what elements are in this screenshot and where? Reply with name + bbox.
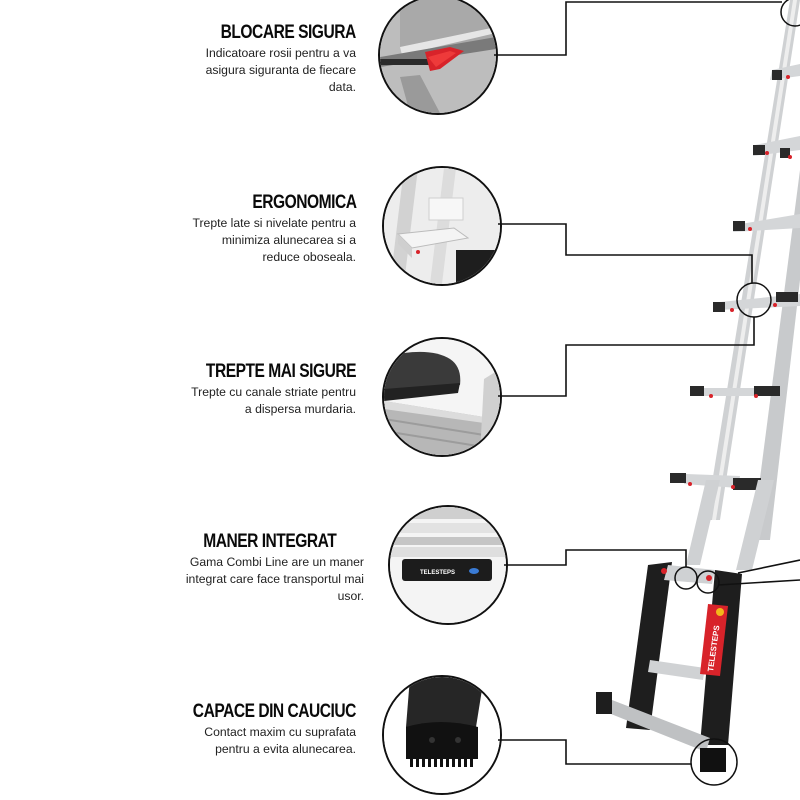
feature-title: BLOCARE SIGURA	[220, 22, 357, 43]
feature-title: MANER INTEGRAT	[202, 531, 337, 552]
detail-circle-rubber-cap	[382, 675, 502, 795]
detail-circle-grooved-step	[382, 337, 502, 457]
feature-maner-integrat: MANER INTEGRAT Gama Combi Line are un ma…	[174, 531, 364, 605]
integrated-handle-icon: TELESTEPS	[390, 507, 506, 623]
feature-ergonomica: ERGONOMICA Trepte late si nivelate pentr…	[193, 192, 357, 266]
detail-circle-wide-step	[382, 166, 502, 286]
rubber-foot-cap-icon	[384, 677, 500, 793]
connector-lines	[494, 1, 800, 765]
feature-description: Gama Combi Line are un maner integrat ca…	[185, 555, 364, 603]
detail-circle-red-lock	[378, 0, 498, 115]
feature-description: Trepte cu canale striate pentru a disper…	[191, 385, 356, 416]
ladder-rungs	[670, 64, 800, 490]
feature-trepte-mai-sigure: TREPTE MAI SIGURE Trepte cu canale stria…	[173, 361, 356, 418]
detail-circle-handle: TELESTEPS	[388, 505, 508, 625]
callout-marker-sticker	[696, 570, 720, 594]
feature-title: CAPACE DIN CAUCIUC	[192, 701, 357, 722]
shoe-on-grooved-step-icon	[384, 339, 500, 455]
feature-description: Contact maxim cu suprafata pentru a evit…	[204, 725, 356, 756]
feature-blocare-sigura: BLOCARE SIGURA Indicatoare rosii pentru …	[191, 22, 357, 96]
ladder-base-section: TELESTEPS	[596, 562, 742, 772]
feature-capace-din-cauciuc: CAPACE DIN CAUCIUC Contact maxim cu supr…	[157, 701, 357, 758]
brand-sticker: TELESTEPS	[700, 604, 728, 676]
callout-marker-foot	[690, 738, 738, 786]
feature-description: Trepte late si nivelate pentru a minimiz…	[192, 216, 357, 264]
handle-brand-label: TELESTEPS	[420, 570, 455, 576]
callout-marker-lock	[780, 0, 800, 27]
feature-title: TREPTE MAI SIGURE	[205, 361, 357, 382]
feature-title: ERGONOMICA	[251, 192, 357, 213]
red-lock-indicator-icon	[380, 0, 496, 113]
feature-description: Indicatoare rosii pentru a va asigura si…	[205, 46, 356, 94]
wide-step-icon	[384, 168, 500, 284]
